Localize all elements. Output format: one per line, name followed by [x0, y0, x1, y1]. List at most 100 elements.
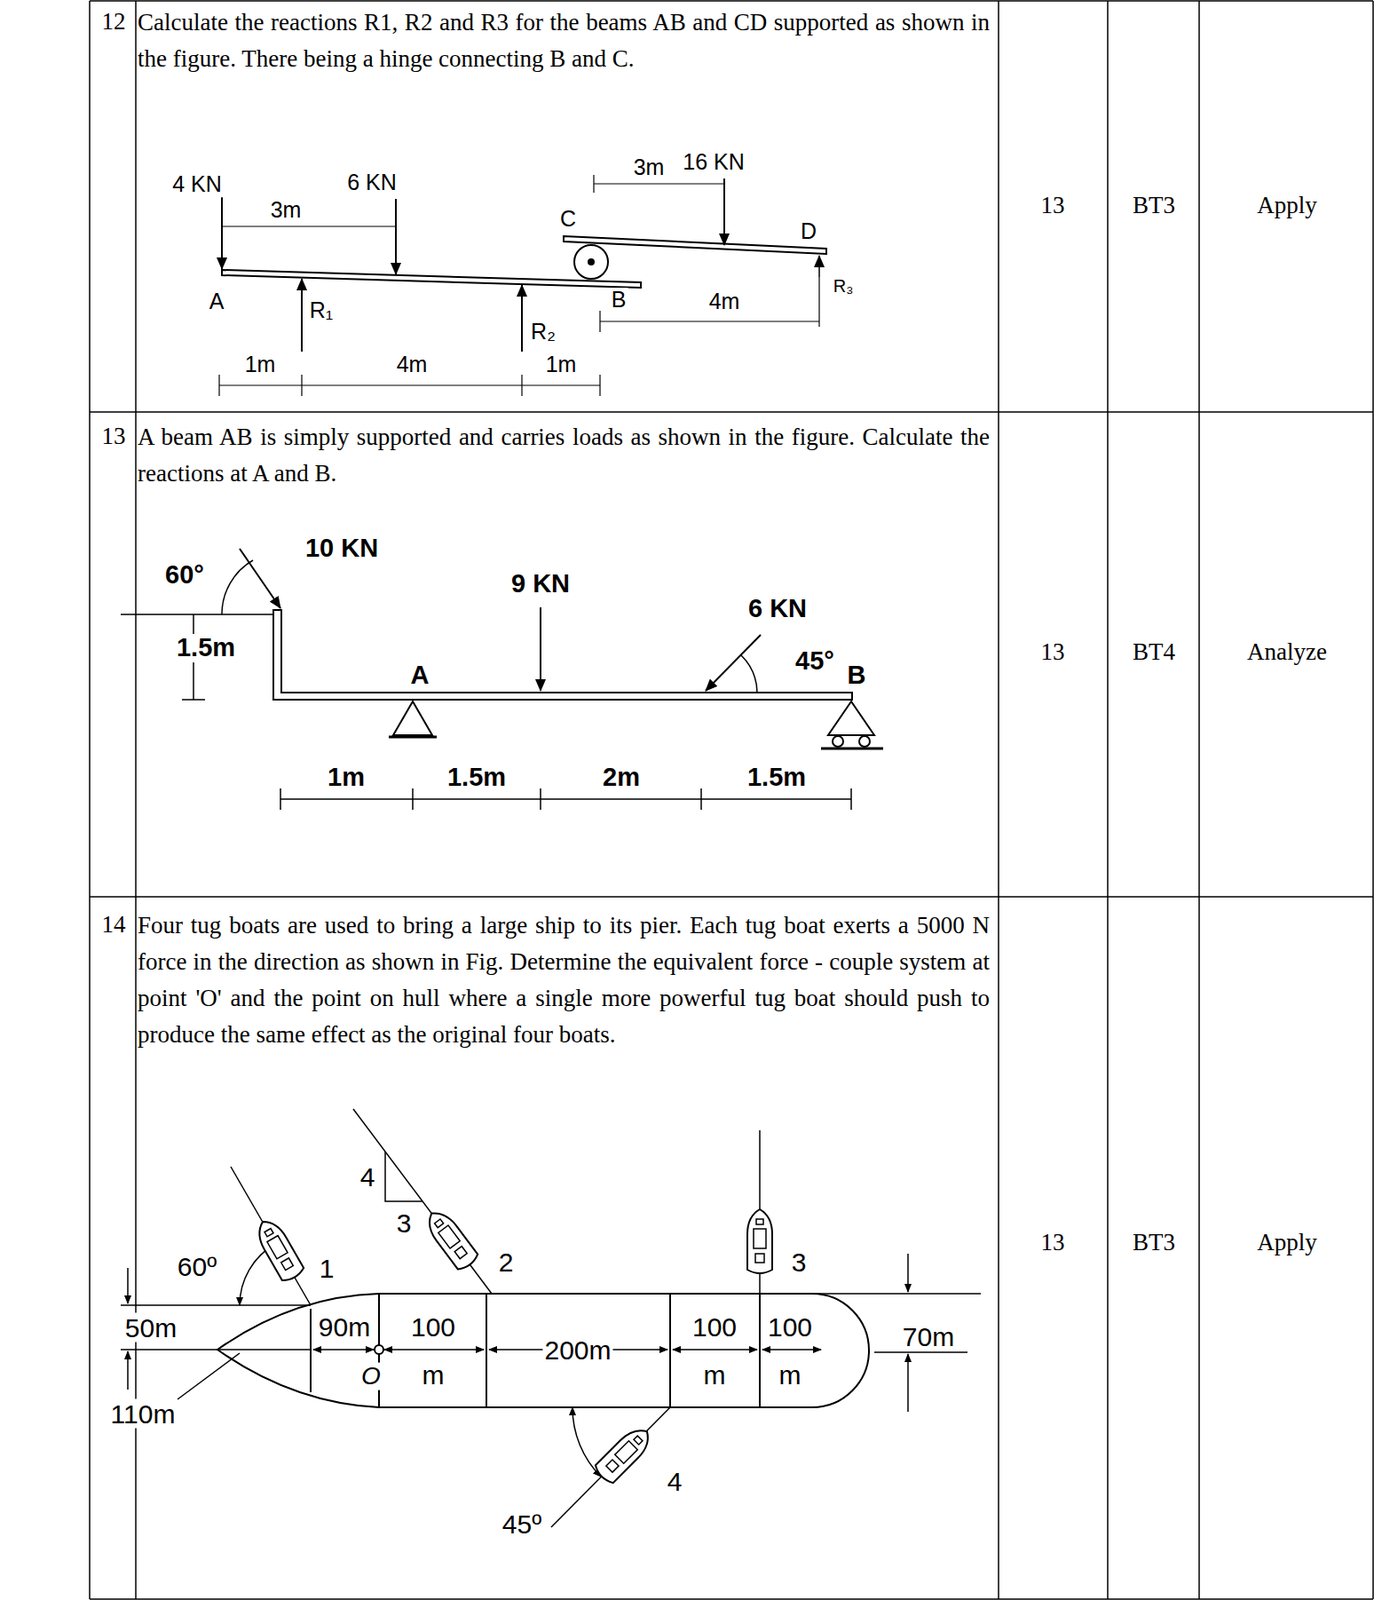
ship-figure-part [907, 1253, 909, 1292]
simple-beam-figure-part [828, 701, 875, 735]
compound-beam-figure-part [219, 384, 601, 386]
figure-label: 1.5m [174, 633, 237, 663]
ship-figure-part [874, 1350, 968, 1353]
compound-beam-figure-part [521, 374, 522, 396]
figure-label: 4 KN [170, 172, 224, 198]
table-cell-text: 13 [1041, 192, 1066, 220]
figure-label: B [845, 661, 869, 690]
compound-beam-figure-part [599, 374, 601, 396]
figure-label: 9 KN [509, 569, 572, 599]
compound-beam-figure-part [818, 255, 821, 277]
figure-label: 3 [789, 1247, 809, 1277]
question-text: Calculate the reactions R1, R2 and R3 fo… [137, 4, 990, 78]
ship-figure-part [309, 1308, 312, 1392]
figure-label: R₁ [307, 298, 336, 324]
ship-figure-part [126, 1267, 129, 1303]
question-text: A beam AB is simply supported and carrie… [137, 418, 990, 492]
ship-figure-part [485, 1293, 488, 1407]
figure-label: 110m [109, 1398, 178, 1429]
table-grid-part [88, 0, 91, 1599]
simple-beam-figure-part [279, 788, 282, 810]
table-grid-part [134, 0, 137, 1599]
compound-beam-figure-part [394, 198, 397, 275]
point-label: O [359, 1362, 383, 1390]
ship-figure-part [374, 1344, 384, 1354]
simple-beam-figure-part [388, 735, 437, 739]
ship-figure-part [313, 1348, 374, 1351]
figure-label: 10 KN [303, 534, 380, 563]
ship-figure-part [907, 1353, 909, 1412]
ship-figure-part [672, 1348, 758, 1351]
ship-figure-part [384, 1348, 484, 1351]
figure-label: m [420, 1359, 447, 1390]
figure-label: 3 [394, 1208, 414, 1238]
figure-label: 1 [317, 1253, 337, 1283]
table-cell-text: 13 [1041, 1229, 1066, 1256]
ship-figure-part [421, 1205, 481, 1272]
simple-beam-figure-part [221, 560, 253, 615]
table-grid-part [1106, 0, 1109, 1599]
ship-figure-part [230, 1166, 311, 1305]
ship-figure-part [353, 1108, 492, 1294]
figure-label: 100 [409, 1311, 458, 1342]
simple-beam-figure-part [181, 698, 206, 701]
ship-figure-part [177, 1352, 240, 1399]
figure-label: 1m [325, 763, 367, 792]
figure-label: B [609, 287, 629, 313]
table-grid-part [89, 0, 1374, 2]
simple-beam-figure-part [411, 788, 414, 810]
table-cell-text: 13 [1041, 639, 1066, 666]
ship-figure-part [747, 1208, 773, 1273]
ship-figure-part [252, 1215, 306, 1283]
figure-label: R₂ [529, 319, 558, 345]
ship-figure-part [126, 1350, 129, 1390]
table-cell-text: Apply [1256, 1229, 1318, 1256]
figure-label: 3m [631, 155, 667, 181]
figure-label: 1.5m [445, 763, 508, 792]
compound-beam-figure-part [592, 174, 594, 193]
table-grid-part [1198, 0, 1201, 1599]
table-grid-part [1372, 0, 1374, 1599]
table-grid-part [89, 410, 1374, 413]
figure-label: 6 KN [746, 594, 809, 624]
figure-label: 2 [497, 1247, 516, 1277]
simple-beam-figure-part [859, 735, 870, 747]
figure-label: 2m [600, 763, 642, 792]
figure-label: 3m [268, 197, 304, 223]
table-cell-text: 14 [102, 911, 127, 939]
figure-label: 4 [665, 1466, 685, 1496]
simple-beam-figure-part [700, 788, 703, 810]
simple-beam-figure-part [850, 788, 853, 810]
ship-figure-part [217, 1293, 869, 1407]
table-cell-text: BT3 [1132, 192, 1176, 220]
figure-label: 16 KN [680, 150, 746, 175]
figure-label: 1m [243, 352, 278, 378]
figure-label: 50m [123, 1312, 179, 1343]
figure-label: C [558, 206, 578, 232]
compound-beam-figure-part [221, 225, 396, 227]
compound-beam-figure-part [600, 320, 820, 322]
compound-beam-figure-part [574, 244, 609, 279]
reaction-label: R₃ [831, 276, 856, 296]
figure-label: m [702, 1359, 728, 1390]
simple-beam-figure-part [741, 655, 758, 693]
figure-label: A [207, 289, 227, 315]
ship-figure-part [669, 1293, 672, 1407]
compound-beam-figure-part [521, 284, 523, 352]
simple-beam-figure-part [539, 607, 542, 691]
figure-label: 100 [765, 1311, 814, 1342]
table-grid-part [89, 1597, 1374, 1600]
table-cell-text: 12 [102, 8, 127, 36]
compound-beam-figure-part [723, 178, 726, 245]
simple-beam-figure-part [273, 609, 853, 700]
compound-beam-figure [219, 174, 827, 396]
figure-label: A [409, 661, 432, 690]
table-grid [89, 0, 1374, 1599]
figure-label: 4m [394, 352, 430, 378]
ship-figure-part [120, 1303, 311, 1306]
compound-beam-figure-part [300, 278, 303, 352]
simple-beam-figure-part [239, 548, 281, 609]
simple-beam-figure-part [821, 747, 884, 751]
simple-beam-figure-part [280, 797, 852, 800]
